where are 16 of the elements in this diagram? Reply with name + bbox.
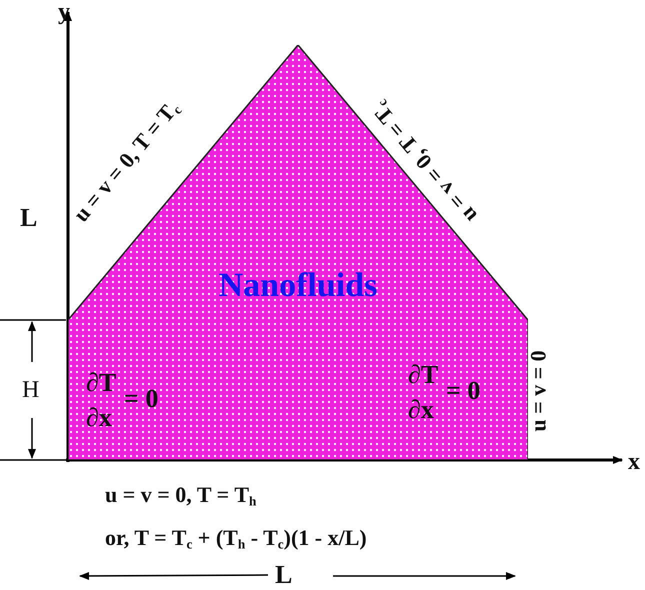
fraction-denominator: ∂x [86,405,112,431]
dimension-label: L [275,562,292,588]
axis-label: y [58,0,70,24]
dimension-label: L [20,205,38,231]
fraction-numerator: ∂T [408,362,438,388]
boundary-condition: or, T = T$_{c}$ + (T$_{h}$ - T$_{c}$)(1 - x/L) [105,527,367,550]
fluid-domain [68,45,528,460]
fraction-denominator: ∂x [408,397,434,423]
boundary-condition: u = v = 0 [528,350,550,432]
dimension-label: H [22,378,40,402]
axis-label: x [628,450,640,474]
equation-text: = 0 [124,386,158,412]
boundary-condition: u = v = 0, T = T$_{h}$ [105,484,256,508]
domain-label: Nanofluids [218,267,378,305]
equation-text: = 0 [446,378,480,404]
fraction-numerator: ∂T [86,370,116,396]
